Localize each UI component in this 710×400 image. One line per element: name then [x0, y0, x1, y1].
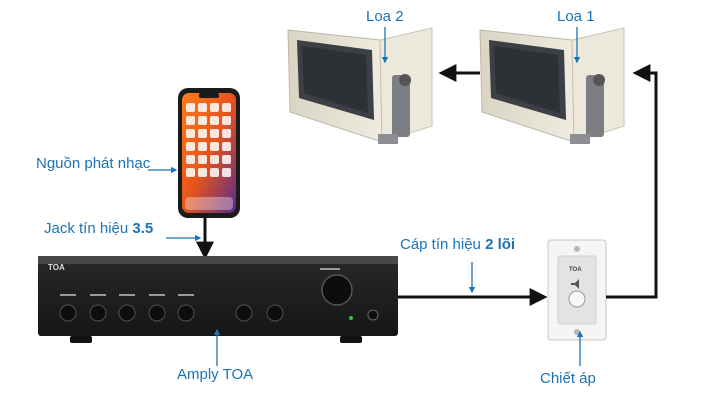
- attenuator-brand-text: TOA: [569, 267, 582, 273]
- speaker-2-label: Loa 2: [366, 8, 404, 25]
- master-volume-knob: [321, 274, 353, 306]
- amp-brand-text: TOA: [48, 263, 65, 272]
- power-led: [349, 316, 353, 320]
- speaker-1: [479, 27, 625, 144]
- attenuator-knob: [568, 290, 586, 308]
- amp-input-knobs: [59, 304, 284, 322]
- amplifier-label: Amply TOA: [177, 366, 254, 383]
- cable-label-prefix: Cáp tín hiệu: [400, 236, 486, 253]
- cable-label-value: 2 lõi: [485, 236, 516, 253]
- smartphone: [178, 88, 240, 218]
- speaker-2: [287, 27, 433, 144]
- power-button: [367, 309, 379, 321]
- speaker-icon: [571, 279, 579, 289]
- cable-label: Cáp tín hiệu 2 lõi: [400, 236, 515, 253]
- amp-panel-markings: [60, 268, 340, 296]
- jack-label-value: 3.5: [132, 220, 154, 237]
- attenuator-panel: [547, 239, 607, 341]
- speaker-1-label: Loa 1: [557, 8, 595, 25]
- amplifier: [38, 256, 398, 343]
- app-icons: [186, 103, 231, 177]
- jack-label-prefix: Jack tín hiệu: [44, 220, 133, 237]
- attenuator-label: Chiết áp: [540, 370, 596, 387]
- attenuator-speaker-wire: [606, 64, 658, 299]
- music-source-label: Nguồn phát nhạc: [36, 155, 151, 172]
- jack-label: Jack tín hiệu 3.5: [44, 220, 153, 237]
